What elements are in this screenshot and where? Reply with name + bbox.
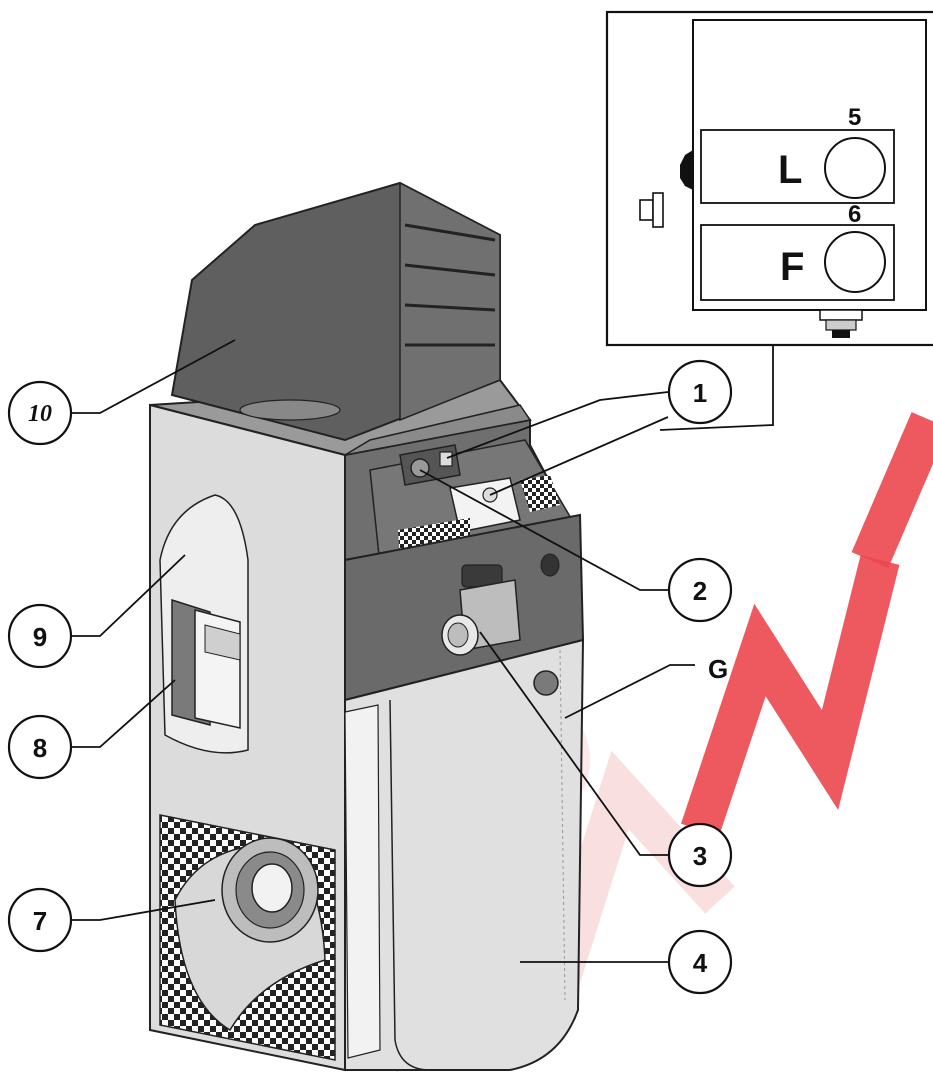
callout-1: 1 [667,359,733,425]
callout-7-label: 7 [33,906,47,936]
connector-icon [819,309,863,321]
inset-detail: L F 5 6 [605,10,933,347]
callout-1-label: 1 [693,378,707,408]
label-g: G [708,654,728,684]
inset-number-6: 6 [848,201,861,228]
callout-10: 10 [7,380,73,446]
fuel-tank [344,638,585,1071]
callout-10-label: 10 [28,401,52,427]
callout-9: 9 [7,603,73,669]
inset-letter-f: F [780,245,804,289]
inset-number-5: 5 [848,104,861,131]
main-switch [439,451,453,467]
callout-4: 4 [667,929,733,995]
inset-letter-l: L [778,148,802,192]
callout-4-label: 4 [693,948,708,978]
callout-3-label: 3 [693,841,707,871]
leader-lines [72,339,774,963]
fuel-cap [533,670,559,696]
callout-2: 2 [667,557,733,623]
callout-8-label: 8 [33,733,47,763]
callout-3: 3 [667,822,733,888]
callout-9-label: 9 [33,622,47,652]
callout-2-label: 2 [693,576,707,606]
callout-7: 7 [7,887,73,953]
side-knob-icon [680,150,693,190]
heater-unit [149,181,585,1072]
callout-8: 8 [7,714,73,780]
